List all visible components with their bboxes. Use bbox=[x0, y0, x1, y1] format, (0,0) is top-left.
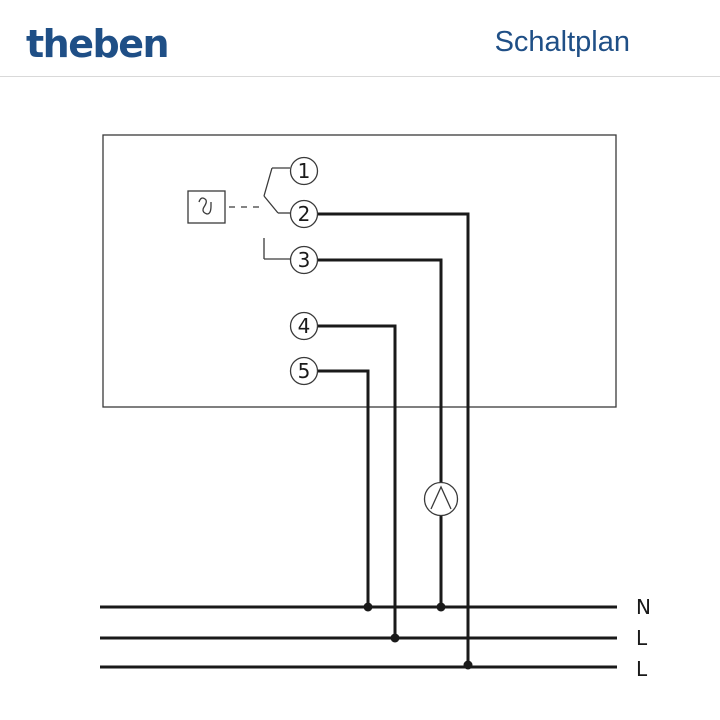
terminal-2: 2 bbox=[289, 199, 319, 229]
bus-label-n: N bbox=[636, 595, 651, 619]
terminal-4: 4 bbox=[289, 311, 319, 341]
temperature-sensor-icon bbox=[187, 190, 226, 224]
terminal-5-label: 5 bbox=[298, 359, 311, 383]
wire-terminal-3-upper bbox=[318, 258, 443, 482]
junction-dot bbox=[463, 660, 473, 670]
terminal-2-label: 2 bbox=[298, 202, 311, 226]
bus-label-l2: L bbox=[636, 657, 648, 681]
terminal-3-label: 3 bbox=[298, 248, 311, 272]
wire-terminal-5 bbox=[318, 369, 370, 607]
wire-terminal-2 bbox=[318, 212, 470, 665]
pump-icon bbox=[423, 481, 459, 517]
junction-dot bbox=[363, 602, 373, 612]
changeover-contact bbox=[263, 167, 290, 260]
device-housing bbox=[102, 134, 617, 408]
terminal-1: 1 bbox=[289, 156, 319, 186]
terminal-1-label: 1 bbox=[298, 159, 311, 183]
header-divider bbox=[0, 76, 720, 77]
junction-dot bbox=[436, 602, 446, 612]
wire-terminal-4 bbox=[318, 324, 397, 638]
brand-logo: theben bbox=[26, 22, 170, 66]
junction-dot bbox=[390, 633, 400, 643]
page-title: Schaltplan bbox=[494, 26, 630, 58]
bus-label-l1: L bbox=[636, 626, 648, 650]
terminal-4-label: 4 bbox=[298, 314, 311, 338]
terminal-5: 5 bbox=[289, 356, 319, 386]
terminal-3: 3 bbox=[289, 245, 319, 275]
